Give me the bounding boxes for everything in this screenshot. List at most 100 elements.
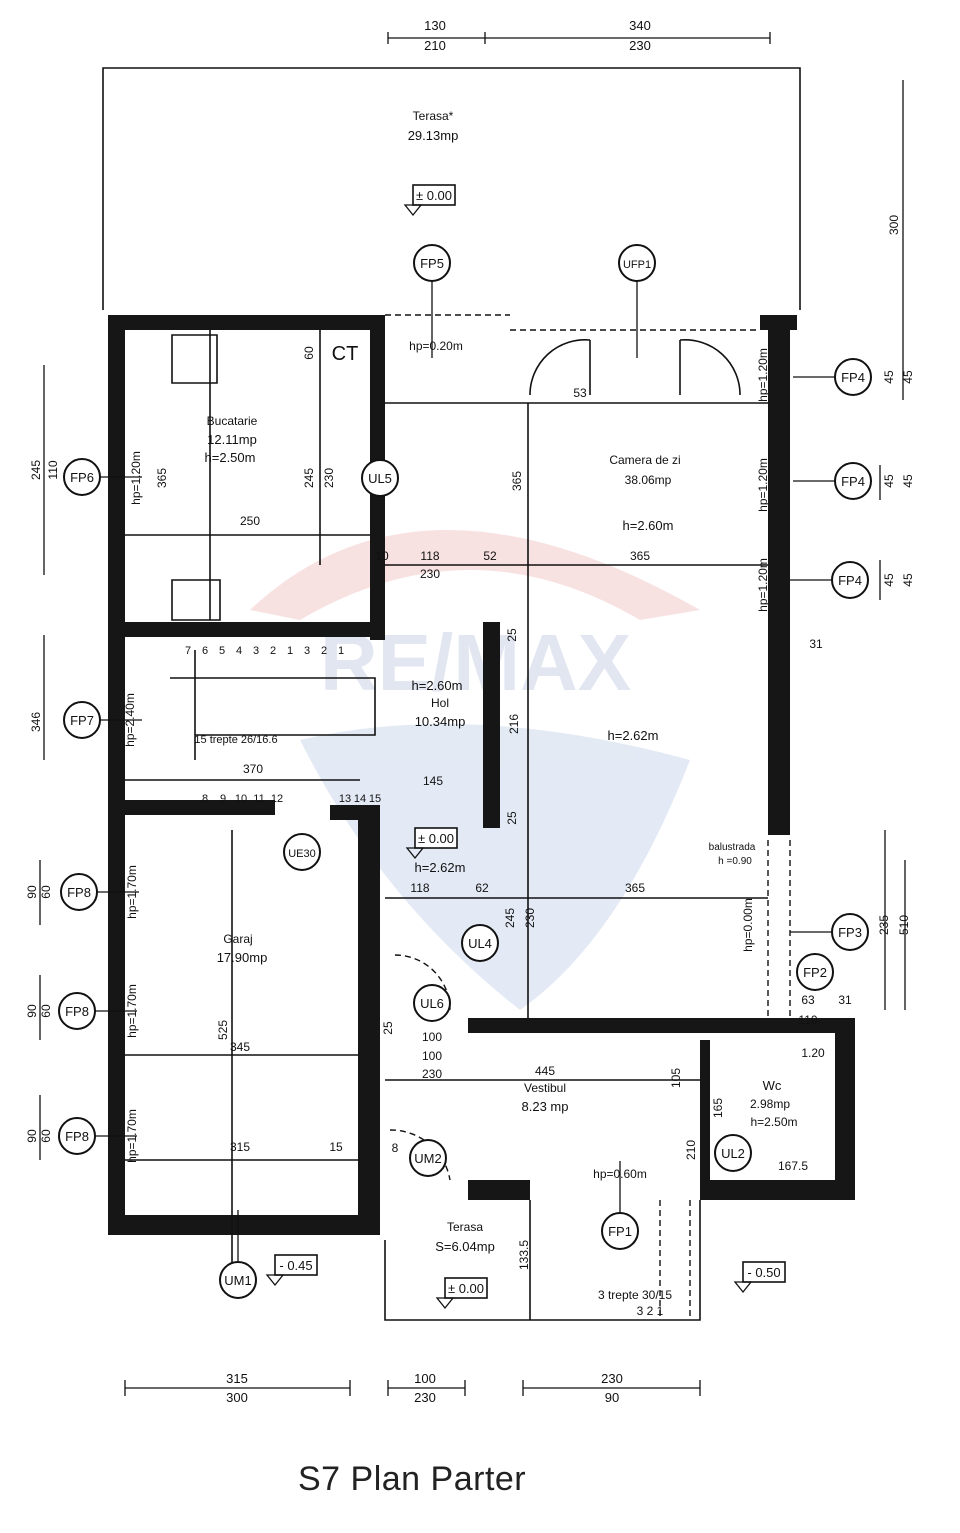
dimension-label: 230: [422, 1067, 442, 1081]
dimension-label: hp=0.00m: [741, 898, 755, 952]
room-label: Wc: [763, 1078, 782, 1093]
room-label: 2.98mp: [750, 1097, 790, 1111]
dimension-label: hp=0.20m: [409, 339, 463, 353]
dimension-label: 365: [630, 549, 650, 563]
dimension-label: 315: [230, 1140, 250, 1154]
marker-fp3: FP3: [838, 925, 862, 940]
dimension-label: 100: [422, 1049, 442, 1063]
stair-step-number: 2: [270, 645, 276, 657]
dimension-label: 45: [901, 573, 915, 587]
dimension-label: 90: [25, 1004, 39, 1018]
stair-step-number: 10: [235, 793, 247, 805]
stair-step-number: 13: [339, 793, 351, 805]
dimension-label: 345: [230, 1040, 250, 1054]
plan-lines: [125, 314, 791, 1321]
note-label: balustrada: [709, 842, 756, 853]
dimension-label: 8: [392, 1141, 399, 1155]
marker-circle: [461, 924, 499, 962]
marker-circle: [834, 462, 872, 500]
marker-circle: [834, 358, 872, 396]
dimension-label: 250: [240, 514, 260, 528]
note-label: 3 2 1: [637, 1304, 664, 1318]
dimension-label: 60: [302, 346, 316, 360]
marker-circle: [63, 701, 101, 739]
stair-step-number: 4: [236, 645, 242, 657]
level-mark: ± 0.00: [418, 831, 454, 846]
dimension-label: 230: [420, 567, 440, 581]
marker-fp7: FP7: [70, 713, 94, 728]
dimension-label: 130: [424, 18, 446, 33]
stair-step-number: 6: [202, 645, 208, 657]
room-label: h=2.60m: [623, 518, 674, 533]
stair-step-number: 11: [253, 793, 264, 805]
marker-circle: [361, 459, 399, 497]
dimension-label: 45: [901, 474, 915, 488]
level-mark: ± 0.00: [448, 1281, 484, 1296]
dimension-label: 300: [887, 215, 901, 235]
note-label: h=2.62m: [415, 860, 466, 875]
dimension-label: hp=1.20m: [756, 558, 770, 612]
stair-step-number: 1: [338, 645, 344, 657]
stair-step-number: 1: [287, 645, 293, 657]
marker-um2: UM2: [414, 1151, 441, 1166]
dimension-label: 110: [798, 1013, 817, 1027]
note-label: 3 trepte 30/15: [598, 1288, 672, 1302]
stair-step-number: 7: [185, 645, 191, 657]
marker-fp8: FP8: [65, 1004, 89, 1019]
dimension-label: 510: [897, 915, 911, 935]
dimension-label: hp=1.20m: [129, 451, 143, 505]
marker-circle: [601, 1212, 639, 1250]
marker-circle: [63, 458, 101, 496]
marker-fp5: FP5: [420, 256, 444, 271]
dimension-label: 133.5: [517, 1240, 531, 1270]
room-label: Garaj: [223, 932, 252, 946]
room-label: 29.13mp: [408, 128, 459, 143]
level-mark: - 0.50: [747, 1265, 780, 1280]
dimension-label: 216: [507, 714, 521, 734]
dimension-label: 105: [669, 1068, 683, 1088]
marker-ul6: UL6: [420, 996, 444, 1011]
marker-fp4: FP4: [838, 573, 862, 588]
note-label: h =0.90: [718, 856, 752, 867]
dimension-label: 118: [420, 549, 439, 563]
marker-um1: UM1: [224, 1273, 251, 1288]
marker-ul5: UL5: [368, 471, 392, 486]
room-label: 10.34mp: [415, 714, 466, 729]
room-label: S=6.04mp: [435, 1239, 495, 1254]
dimension-label: 235: [877, 915, 891, 935]
marker-circle: [60, 873, 98, 911]
dimension-label: 145: [423, 774, 443, 788]
stair-step-number: 3: [304, 645, 310, 657]
dimension-label: hp=1.20m: [756, 348, 770, 402]
dimension-label: 445: [535, 1064, 555, 1078]
room-label: Vestibul: [524, 1081, 566, 1095]
terrace-outline: [102, 67, 801, 310]
marker-circle: [831, 913, 869, 951]
dimension-label: 60: [39, 1129, 53, 1143]
dimension-label: 365: [625, 881, 645, 895]
marker-ufp1: UFP1: [623, 259, 651, 271]
watermark-logo: RE/MAX: [250, 530, 700, 1010]
room-label: Camera de zi: [609, 453, 680, 467]
marker-circle: [413, 244, 451, 282]
room-label: h=2.60m: [412, 678, 463, 693]
dimension-label: 45: [882, 370, 896, 384]
dimension-label: 31: [809, 637, 823, 651]
note-label: 15 trepte 26/16.6: [194, 734, 277, 746]
room-label: h=2.62m: [608, 728, 659, 743]
dimension-label: 100: [414, 1371, 436, 1386]
dimension-label: 340: [629, 18, 651, 33]
marker-ul4: UL4: [468, 936, 492, 951]
dimension-label: 118: [410, 881, 429, 895]
room-label: Bucatarie: [207, 414, 258, 428]
room-label: Terasa*: [413, 109, 454, 123]
marker-fp2: FP2: [803, 965, 827, 980]
marker-circle: [283, 833, 321, 871]
dimension-label: 165: [711, 1098, 725, 1118]
marker-circle: [831, 561, 869, 599]
dimension-label: 45: [882, 474, 896, 488]
stair-step-number: 3: [253, 645, 259, 657]
dimension-label: 245: [302, 468, 316, 488]
stair-step-number: 5: [219, 645, 225, 657]
